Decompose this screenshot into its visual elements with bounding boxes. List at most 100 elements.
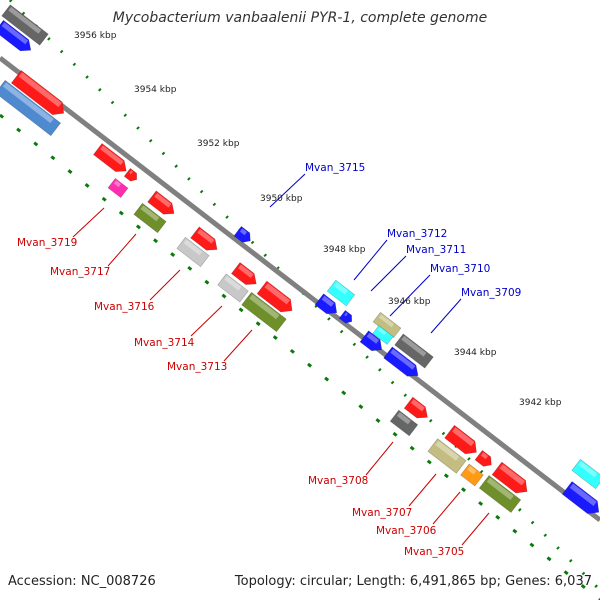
gene-highlight (238, 264, 254, 278)
gene-label: Mvan_3708 (308, 475, 368, 487)
gene-feature (372, 311, 402, 339)
gene-label: Mvan_3712 (387, 228, 447, 240)
gene-feature (0, 79, 62, 137)
gene-feature (314, 293, 338, 315)
gene-feature (359, 330, 383, 352)
gene-shape (571, 458, 600, 490)
gene-highlight (2, 82, 54, 124)
gene-shape (561, 481, 600, 514)
gene-shape (326, 279, 356, 307)
genome-summary-text: Topology: circular; Length: 6,491,865 bp… (234, 574, 592, 589)
scale-tick-label: 3948 kbp (323, 245, 366, 255)
gene-feature (571, 458, 600, 490)
gene-leader-line (353, 239, 388, 281)
gene-feature (176, 236, 210, 268)
gene-shape (256, 280, 293, 313)
genome-backbone (0, 56, 600, 522)
gene-highlight (435, 440, 460, 461)
gene-leader-line (389, 274, 431, 317)
gene-leader-line (432, 491, 461, 525)
gene-leader-line (269, 173, 306, 208)
gene-shape (338, 309, 353, 324)
gene-label: Mvan_3716 (94, 301, 155, 313)
gene-label: Mvan_3709 (461, 287, 521, 299)
gene-shape (359, 330, 383, 352)
gene-highlight (344, 312, 348, 317)
gene-highlight (224, 275, 242, 291)
gene-highlight (569, 483, 597, 507)
gene-feature (389, 409, 419, 437)
gene-leader-line (461, 512, 490, 546)
gene-shape (444, 424, 477, 455)
gene-highlight (18, 72, 62, 108)
gene-highlight (197, 228, 215, 244)
gene-leader-line (370, 255, 407, 292)
gene-feature (444, 424, 477, 455)
gene-shape (1, 4, 49, 46)
gene-shape (0, 19, 32, 52)
gene-label: Mvan_3714 (134, 337, 195, 349)
gene-feature (427, 438, 467, 474)
gene-highlight (486, 477, 514, 501)
gene-shape (372, 311, 402, 339)
gene-feature (491, 461, 528, 494)
gene-highlight (467, 465, 477, 475)
gene-leader-line (149, 269, 181, 301)
gene-shape (478, 475, 522, 513)
gene-shape (107, 177, 129, 199)
gene-label: Mvan_3711 (406, 244, 466, 256)
gene-highlight (321, 295, 335, 307)
gene-feature (10, 69, 65, 116)
gene-feature (394, 333, 434, 369)
gene-shape (147, 190, 175, 215)
gene-shape (383, 346, 419, 377)
scale-tick-label: 3954 kbp (134, 85, 177, 95)
gene-highlight (249, 294, 280, 320)
gene-shape (0, 79, 62, 137)
gene-feature (0, 19, 32, 52)
gene-feature (241, 291, 287, 333)
gene-shape (231, 262, 257, 285)
gene-feature (474, 449, 492, 467)
gene-shape (403, 396, 428, 419)
gene-shape (427, 438, 467, 474)
gene-feature (383, 346, 419, 377)
scale-tick-label: 3942 kbp (519, 398, 562, 408)
gene-highlight (8, 6, 42, 34)
gene-shape (123, 167, 138, 182)
gene-label: Mvan_3713 (167, 361, 227, 373)
gene-highlight (100, 145, 124, 166)
gene-label: Mvan_3719 (17, 237, 77, 249)
gene-highlight (410, 399, 425, 412)
gene-highlight (401, 335, 427, 357)
gene-highlight (390, 348, 416, 370)
gene-highlight (1, 22, 29, 45)
gene-shape (389, 409, 419, 437)
gene-shape (394, 333, 434, 369)
gene-leader-line (72, 207, 105, 238)
gene-feature (338, 309, 353, 324)
gene-shape (233, 225, 251, 243)
gene-shape (93, 143, 127, 172)
gene-highlight (154, 192, 172, 208)
lower-dotted-line (0, 113, 600, 600)
gene-leader-line (107, 233, 137, 267)
gene-leader-line (408, 473, 437, 507)
gene-feature (233, 225, 251, 243)
gene-shape (460, 463, 484, 487)
gene-label: Mvan_3705 (404, 546, 464, 558)
gene-label: Mvan_3706 (376, 525, 437, 537)
gene-leader-line (190, 305, 223, 337)
gene-feature (133, 202, 167, 234)
gene-feature (460, 463, 484, 487)
gene-shape (10, 69, 65, 116)
gene-shape (491, 461, 528, 494)
scale-tick-label: 3952 kbp (197, 139, 240, 149)
gene-highlight (396, 412, 411, 425)
map-title: Mycobacterium vanbaalenii PYR-1, complet… (112, 10, 488, 26)
gene-feature (478, 475, 522, 513)
gene-shape (176, 236, 210, 268)
gene-highlight (452, 427, 475, 447)
